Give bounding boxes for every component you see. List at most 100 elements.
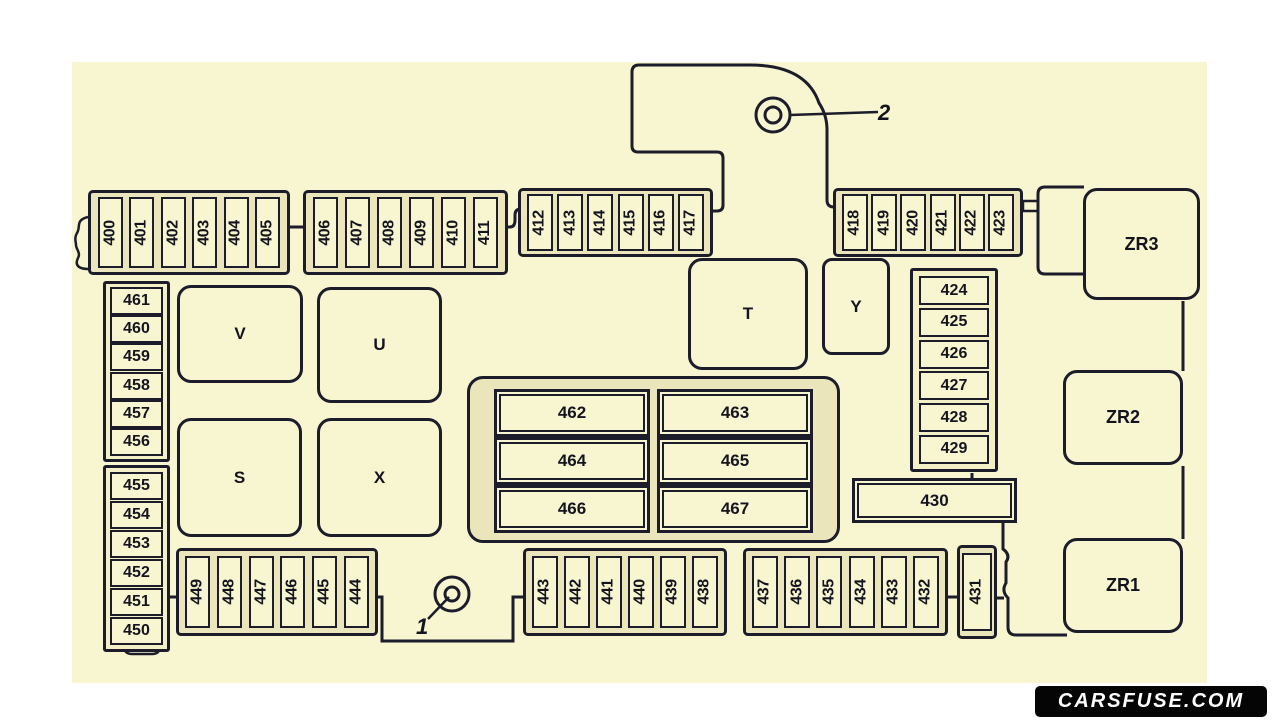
fuse-445-label: 445 [315,579,333,605]
fuse-421-label: 421 [933,209,951,236]
zone-zr3: ZR3 [1083,188,1200,300]
fuse-402-label: 402 [164,219,182,246]
fuse-424-label: 424 [940,281,968,299]
fuse-448-label: 448 [220,579,238,605]
fuse-455-label: 455 [123,477,150,494]
fuse-459: 459 [110,343,163,372]
fuse-415: 415 [617,194,644,251]
fuse-433: 433 [880,556,907,628]
fuse-436: 436 [784,556,811,628]
relay-x-label: X [373,467,386,487]
fuse-463-label: 463 [662,394,808,432]
fuse-441: 441 [596,556,622,628]
fuse-442-label: 442 [568,579,586,605]
fuse-430: 430 [852,478,1017,523]
fuse-453-label: 453 [123,535,150,552]
callout-2-label: 2 [878,100,891,125]
fuse-426-label: 426 [940,345,968,363]
fuse-456-label: 456 [123,432,150,450]
fuse-430-label: 430 [857,483,1012,518]
fuse-group-400-405: 400 401 402 403 404 405 [88,190,290,275]
fuse-453: 453 [110,530,163,558]
fuse-457-label: 457 [123,404,150,422]
fuse-454: 454 [110,501,163,529]
fuse-462: 462 [494,389,650,437]
fuse-440-label: 440 [632,579,650,605]
fuse-group-431: 431 [957,545,997,639]
fuse-449: 449 [185,556,210,628]
zone-zr2: ZR2 [1063,370,1183,465]
relay-t-label: T [742,304,754,323]
fuse-425-label: 425 [940,313,968,331]
fuse-452: 452 [110,559,163,587]
relay-x: X [317,418,442,537]
fuse-460: 460 [110,315,163,344]
fuse-415-label: 415 [621,209,639,236]
bolt-1-center-icon [443,585,461,603]
fuse-419: 419 [871,194,898,251]
fuse-451-label: 451 [123,593,150,610]
fuse-456: 456 [110,427,163,456]
fuse-413: 413 [557,194,584,251]
fuse-452-label: 452 [123,564,150,581]
fuse-429: 429 [919,434,989,464]
fuse-408: 408 [377,197,402,268]
fuse-446: 446 [280,556,306,628]
bolt-2-icon [754,96,792,134]
fuse-461-label: 461 [123,292,150,309]
fuse-421: 421 [929,194,956,251]
fuse-column-424-429: 424 425 426 427 428 429 [910,268,998,472]
fuse-425: 425 [919,307,989,337]
fuse-405-label: 405 [258,219,276,246]
fuse-450: 450 [110,617,163,645]
fuse-420-label: 420 [904,209,922,236]
fuse-450-label: 450 [123,622,150,639]
fuse-406: 406 [313,197,338,268]
fuse-451: 451 [110,588,163,616]
relay-u-label: U [373,335,386,354]
fuse-401: 401 [129,197,155,268]
fuse-group-437-432: 437 436 435 434 433 432 [743,548,948,636]
relay-v-label: V [234,324,246,343]
fuse-413-label: 413 [561,209,579,236]
fuse-411: 411 [473,197,498,268]
fuse-455: 455 [110,472,163,500]
fuse-435-label: 435 [820,579,838,605]
fuse-column-461-456: 461 460 459 458 457 456 [103,281,170,462]
zone-zr2-label: ZR2 [1105,407,1140,427]
fuse-404-label: 404 [227,219,245,246]
channel-to-zr3 [1036,185,1085,276]
fuse-432: 432 [912,556,939,628]
fuse-406-label: 406 [316,219,334,246]
fuse-462-label: 462 [499,394,645,432]
fuse-400: 400 [98,197,123,268]
fuse-447: 447 [248,556,274,628]
relay-s: S [177,418,302,537]
fuse-464: 464 [494,437,650,485]
fuse-407-label: 407 [348,219,366,246]
fuse-428-label: 428 [940,408,968,426]
fuse-group-449-444: 449 448 447 446 445 444 [176,548,378,636]
fuse-439: 439 [660,556,686,628]
fuse-466-label: 466 [499,490,645,528]
fuse-465: 465 [657,437,813,485]
fuse-400-label: 400 [101,219,119,246]
fuse-group-406-411: 406 407 408 409 410 411 [303,190,508,275]
fuse-420: 420 [900,194,927,251]
zone-zr3-label: ZR3 [1124,233,1159,254]
fuse-401-label: 401 [132,219,150,246]
fuse-416-label: 416 [651,209,669,236]
bottom-dip-outline [378,595,523,643]
fuse-group-462-467: 462 463 464 465 466 467 [467,376,840,543]
fuse-403: 403 [192,197,218,268]
fuse-438-label: 438 [696,579,714,605]
right-bottom-bracket [1001,523,1067,637]
fuse-432-label: 432 [916,579,934,605]
fuse-444: 444 [343,556,369,628]
fuse-422-label: 422 [962,209,980,236]
fuse-417-label: 417 [681,209,699,236]
fuse-458-label: 458 [123,376,150,394]
fuse-467-label: 467 [662,490,808,528]
fuse-441-label: 441 [600,579,618,605]
fuse-422: 422 [958,194,985,251]
